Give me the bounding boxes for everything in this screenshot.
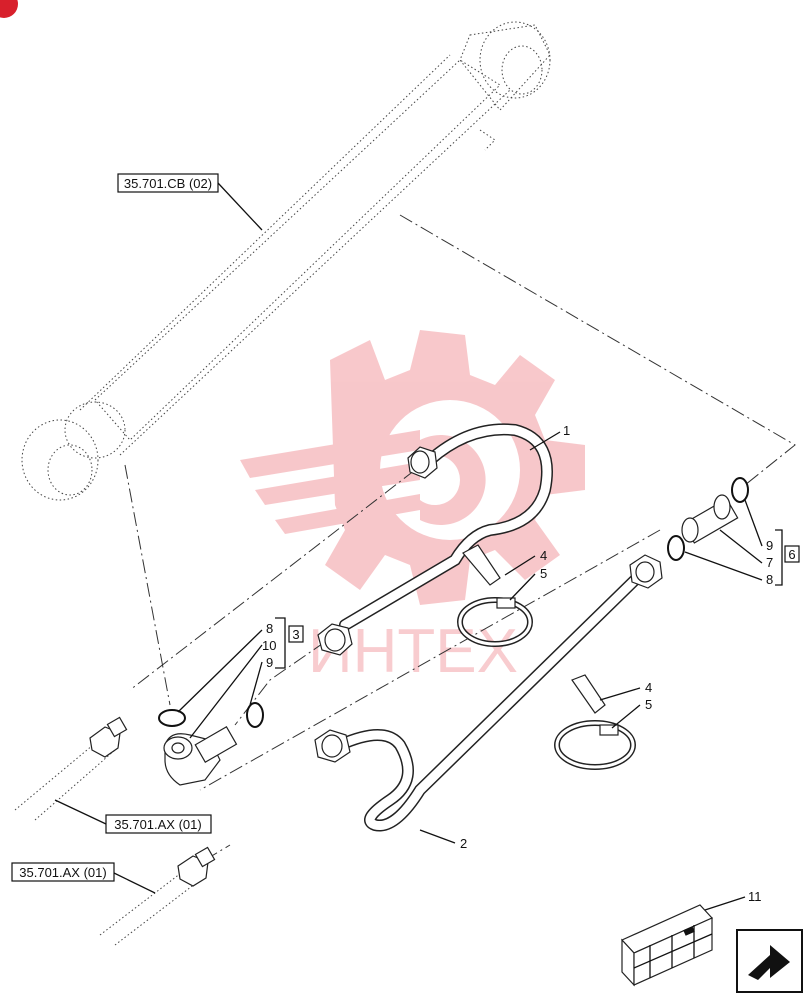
callout-7: 7	[766, 555, 773, 570]
callout-11: 11	[748, 889, 762, 904]
clamp-set-lower	[554, 674, 636, 770]
hydraulic-cylinder	[21, 21, 551, 501]
watermark-logo	[240, 330, 585, 605]
straight-fitting	[681, 494, 739, 544]
kit-box-3: 3	[288, 625, 304, 643]
next-page-arrow-icon[interactable]	[736, 929, 803, 993]
callout-9a: 9	[266, 655, 273, 670]
assembly-lines	[124, 214, 796, 861]
callout-10: 10	[262, 638, 276, 653]
leader-lines	[54, 182, 783, 911]
callout-8a: 8	[266, 621, 273, 636]
ref-pipe-upper[interactable]: 35.701.AX (01)	[105, 814, 212, 834]
kit-box-6: 6	[784, 545, 800, 563]
callout-5b: 5	[645, 697, 652, 712]
ref-cylinder[interactable]: 35.701.CB (02)	[117, 173, 219, 193]
tube-part-1	[317, 423, 553, 656]
callout-5a: 5	[540, 566, 547, 581]
corner-badge-icon	[0, 0, 18, 18]
kit-box-3-label: 3	[292, 627, 299, 642]
ref-pipe-lower[interactable]: 35.701.AX (01)	[11, 862, 115, 882]
elbow-fitting	[163, 726, 238, 786]
callout-4a: 4	[540, 548, 547, 563]
pipe-upper	[14, 716, 128, 821]
crate-icon	[620, 904, 714, 987]
callout-8b: 8	[766, 572, 773, 587]
pipe-lower	[99, 846, 216, 946]
ref-cylinder-label: 35.701.CB (02)	[124, 176, 212, 191]
kit-box-6-label: 6	[788, 547, 795, 562]
tube-part-2	[314, 554, 663, 832]
callout-2: 2	[460, 836, 467, 851]
ref-pipe-lower-label: 35.701.AX (01)	[19, 865, 106, 880]
callout-4b: 4	[645, 680, 652, 695]
o-rings	[158, 477, 749, 728]
ref-pipe-upper-label: 35.701.AX (01)	[114, 817, 201, 832]
callout-9b: 9	[766, 538, 773, 553]
clamp-set-upper	[457, 544, 533, 647]
callout-1: 1	[563, 423, 570, 438]
